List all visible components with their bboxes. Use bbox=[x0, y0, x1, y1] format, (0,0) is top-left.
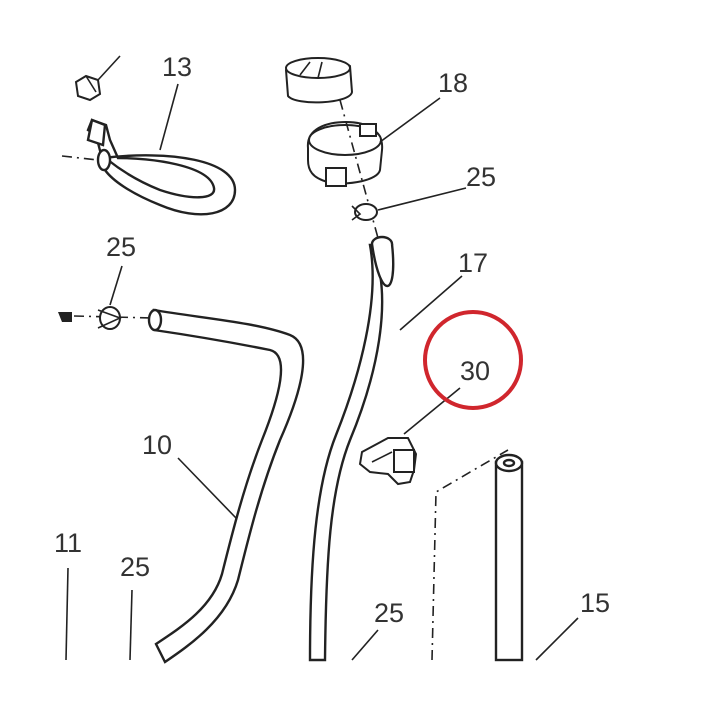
label-25-a: 25 bbox=[466, 162, 496, 192]
leader-10 bbox=[177, 457, 237, 519]
hose-15[interactable] bbox=[494, 453, 524, 662]
label-30: 30 bbox=[460, 356, 490, 386]
leader-25-d bbox=[351, 629, 379, 661]
nut-13 bbox=[74, 74, 102, 102]
leader-30 bbox=[403, 387, 461, 435]
centerline-15 bbox=[431, 449, 509, 661]
label-11: 11 bbox=[54, 528, 82, 558]
ring-18[interactable] bbox=[306, 120, 384, 187]
hose-10[interactable] bbox=[147, 308, 305, 664]
leader-18 bbox=[379, 97, 441, 143]
label-13: 13 bbox=[162, 52, 192, 82]
label-10: 10 bbox=[142, 430, 172, 460]
label-15: 15 bbox=[580, 588, 610, 618]
leader-11 bbox=[65, 567, 69, 661]
hose-13[interactable] bbox=[86, 118, 237, 216]
leader-17 bbox=[399, 275, 463, 331]
leader-25-c bbox=[129, 589, 133, 661]
leader-25-a bbox=[377, 187, 467, 211]
centerline-13 bbox=[61, 155, 99, 161]
leader-25-b bbox=[109, 265, 123, 306]
clamp-25-a[interactable] bbox=[351, 203, 378, 221]
label-25-b: 25 bbox=[106, 232, 136, 262]
highlight-circle-30 bbox=[423, 310, 523, 410]
clamp-25-b[interactable] bbox=[97, 306, 123, 330]
cap-assembly[interactable] bbox=[284, 57, 354, 104]
label-18: 18 bbox=[438, 68, 468, 98]
leader-15 bbox=[535, 617, 579, 661]
label-25-c: 25 bbox=[120, 552, 150, 582]
clip-30[interactable] bbox=[358, 437, 418, 486]
leader-13-nut bbox=[97, 55, 121, 81]
leader-13 bbox=[159, 83, 179, 151]
hose-17[interactable] bbox=[308, 235, 395, 662]
label-17: 17 bbox=[458, 248, 488, 278]
label-25-d: 25 bbox=[374, 598, 404, 628]
arrow-left-icon bbox=[58, 312, 72, 322]
